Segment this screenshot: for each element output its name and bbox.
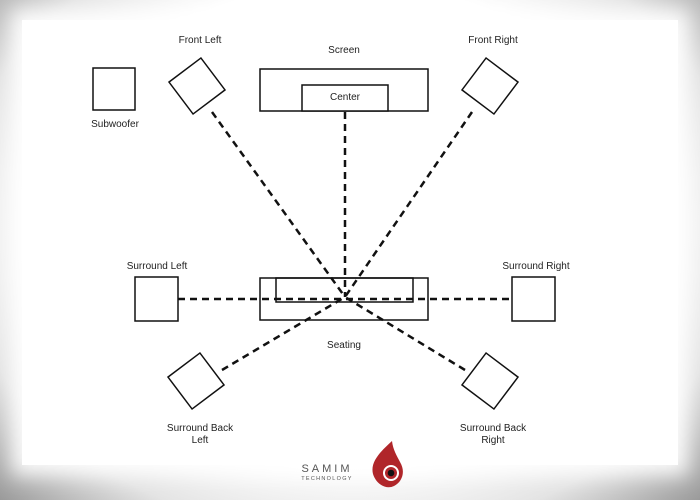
surround-right-speaker — [511, 276, 556, 322]
sound-lines — [178, 111, 512, 372]
center-label: Center — [329, 92, 360, 103]
brand-tagline: TECHNOLOGY — [301, 476, 353, 482]
seating-inner — [275, 277, 414, 303]
surround-back-right-label: Surround Back Right — [448, 423, 538, 447]
front-left-label: Front Left — [178, 35, 222, 46]
seating-group — [259, 277, 429, 321]
line-front-right — [343, 111, 474, 298]
surround-back-right-label-line1: Surround Back — [459, 423, 527, 434]
surround-left-speaker — [134, 276, 179, 322]
brand-name: SAMIM — [301, 463, 353, 475]
surround-left-label: Surround Left — [126, 261, 188, 272]
front-left-speaker — [167, 56, 227, 116]
surround-back-right-speaker — [460, 351, 520, 411]
surround-back-left-label-line2: Left — [191, 435, 209, 446]
line-surround-back-left — [221, 295, 346, 372]
surround-back-right-label-line2: Right — [481, 435, 505, 446]
surround-back-left-speaker — [166, 351, 226, 411]
samim-logo-icon — [372, 441, 403, 488]
screen-label: Screen — [328, 45, 360, 56]
center-speaker — [301, 84, 389, 112]
line-front-left — [210, 111, 347, 298]
line-surround-back-right — [344, 295, 466, 372]
front-right-speaker — [460, 56, 520, 116]
surround-back-left-label-line1: Surround Back — [166, 423, 234, 434]
surround-right-label: Surround Right — [502, 261, 570, 272]
brand-wordmark: SAMIM TECHNOLOGY — [296, 463, 358, 483]
front-right-label: Front Right — [468, 35, 518, 46]
seating-label: Seating — [327, 340, 361, 351]
surround-back-left-label: Surround Back Left — [155, 423, 245, 447]
subwoofer-box — [92, 67, 136, 111]
subwoofer-label: Subwoofer — [91, 119, 139, 130]
